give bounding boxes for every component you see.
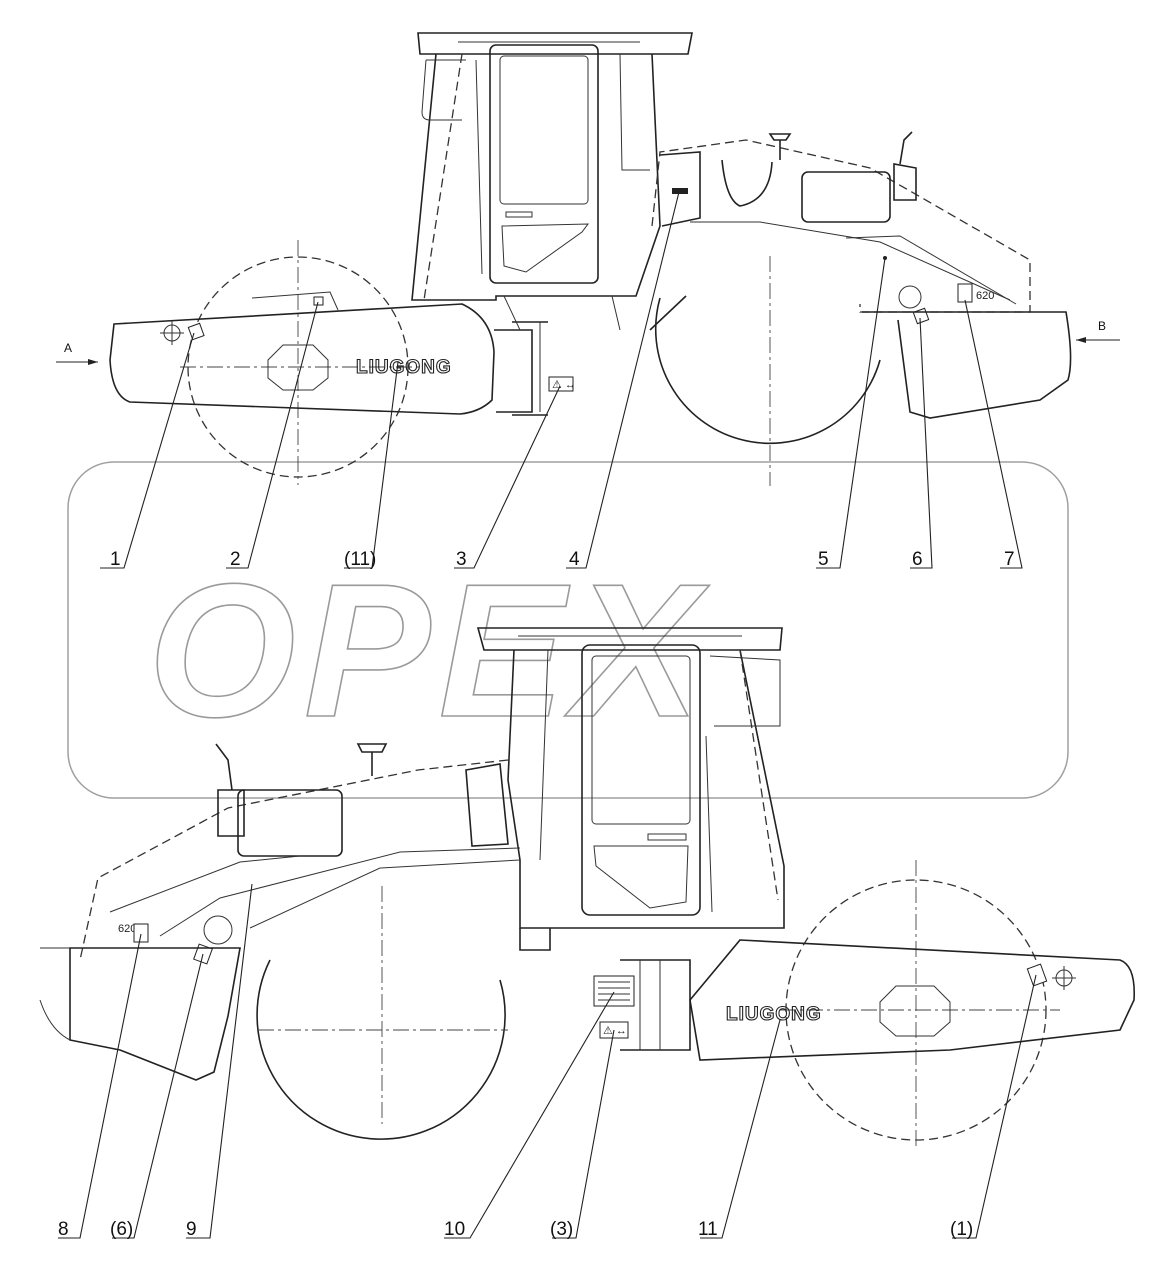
top-front-frame — [109, 303, 495, 415]
bottom-model-decal: 620 — [118, 923, 136, 935]
top-decal-1 — [187, 322, 205, 341]
top-cab-window — [499, 55, 589, 205]
top-decal-6 — [912, 307, 930, 325]
bottom-drum-hub — [879, 985, 951, 1037]
callout-7: 7 — [1004, 549, 1015, 570]
callout-6-ref: (6) — [110, 1219, 133, 1240]
callout-6: 6 — [912, 549, 923, 570]
top-engine-hood — [651, 139, 1031, 313]
watermark-text: OPEX — [148, 545, 710, 757]
top-machine-view: LIUGONG ⚠ ↔ 620 — [56, 32, 1120, 486]
top-cab-roof — [417, 32, 693, 55]
callout-11-ref: (11) — [344, 549, 376, 570]
callout-9: 9 — [186, 1219, 197, 1240]
top-decal-7 — [957, 283, 973, 303]
view-label-a: A — [64, 341, 72, 355]
top-rear-wheel — [654, 297, 881, 445]
top-cab-door — [489, 44, 599, 284]
bottom-cab-door — [581, 644, 701, 916]
bottom-info-plate-10 — [593, 975, 635, 1007]
view-label-b: B — [1098, 319, 1106, 333]
callout-8: 8 — [58, 1219, 69, 1240]
callout-11: 11 — [698, 1219, 718, 1240]
bottom-brand-decal: LIUGONG — [726, 1004, 822, 1025]
callout-1-ref: (1) — [950, 1219, 973, 1240]
top-brand-decal: LIUGONG — [356, 357, 452, 378]
top-warning-decal-3 — [548, 376, 574, 392]
top-model-decal: 620 — [976, 290, 994, 302]
callout-1: 1 — [110, 549, 121, 570]
bottom-front-frame — [689, 939, 1136, 1061]
callout-3-ref: (3) — [550, 1219, 573, 1240]
watermark: OPEX — [67, 461, 1069, 799]
top-rear-counterweight — [862, 311, 1072, 419]
bottom-cab-window — [591, 655, 691, 825]
bottom-decal-1 — [1026, 963, 1048, 987]
svg-text:⚠ ↔: ⚠ ↔ — [552, 379, 576, 391]
callout-2: 2 — [230, 549, 241, 570]
top-decal-4 — [672, 188, 688, 194]
callout-10: 10 — [444, 1219, 465, 1240]
callout-4: 4 — [569, 549, 580, 570]
top-callouts: 1 2 (11) 3 4 5 6 7 — [100, 191, 1023, 570]
bottom-decal-8 — [133, 923, 149, 943]
top-drum-hub — [267, 344, 329, 391]
svg-text:⚠ ↔: ⚠ ↔ — [603, 1025, 627, 1037]
bottom-cab-roof — [476, 627, 783, 651]
bottom-rear-counterweight — [69, 947, 241, 1081]
callout-3: 3 — [456, 549, 467, 570]
bottom-callouts: 8 (6) 9 10 (3) 11 (1) — [58, 883, 1037, 1240]
bottom-engine-hood — [79, 759, 509, 961]
top-cab-body — [411, 53, 661, 301]
bottom-rear-wheel — [256, 959, 506, 1140]
callout-5: 5 — [818, 549, 829, 570]
